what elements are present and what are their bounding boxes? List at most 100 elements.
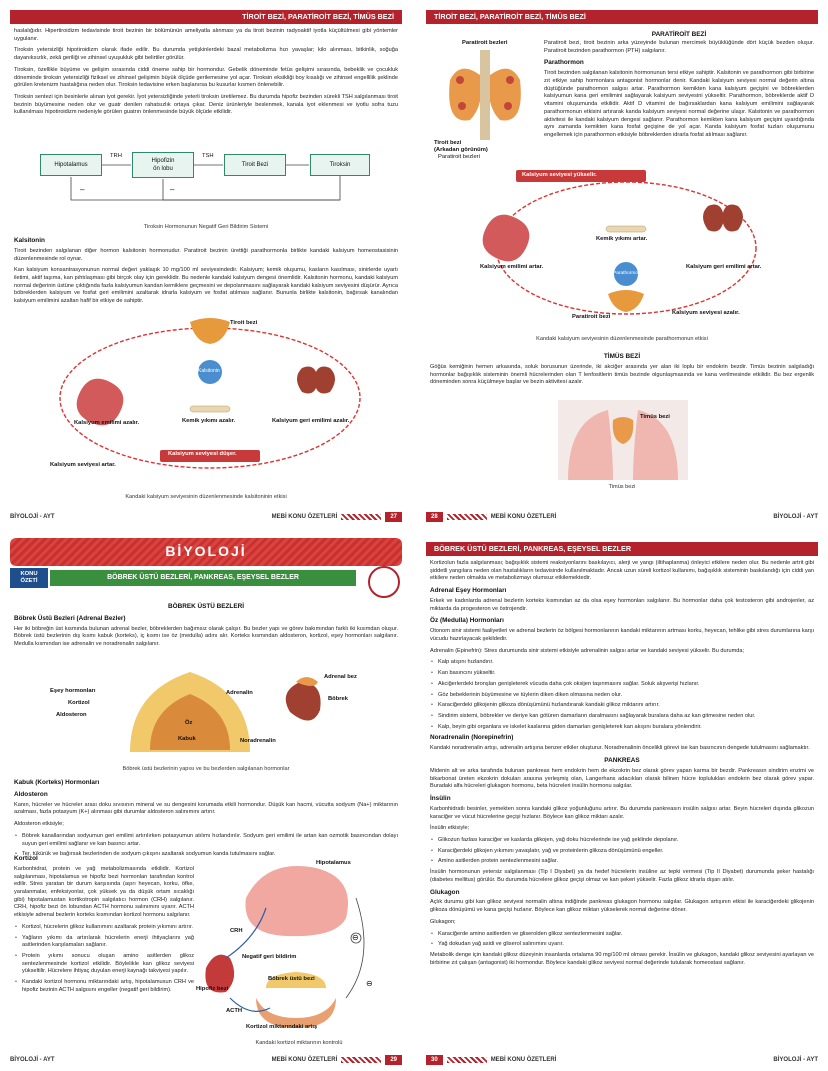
- sub-title: Kabuk (Korteks) Hormonları: [14, 779, 100, 786]
- sub-title: Noradrenalin (Norepinefrin): [430, 734, 514, 742]
- paragraph: Açlık durumu gibi kan glikoz seviyesi no…: [430, 899, 814, 914]
- seviye-duser-label: Kalsiyum seviyesi düşer.: [168, 451, 237, 457]
- paragraph: Tiroit bezinden salgılanan diğer hormon …: [14, 247, 398, 262]
- flow-box-tiroksin: Tiroksin: [310, 154, 370, 176]
- list-item: Karaciğerdeki glikojenin glikoza dönüşüm…: [430, 702, 814, 710]
- kalsitonin-diagram-art: [59, 318, 361, 469]
- seviye-artar-label: Kalsiyum seviyesi artar.: [50, 462, 116, 468]
- flow-box-tiroit: Tiroit Bezi: [224, 154, 286, 176]
- list-item: Amino asitlerden protein sentezlenmesini…: [430, 858, 814, 866]
- kortizol-diagram: Hipotalamus CRH Negatif geri bildirim Hi…: [196, 858, 402, 1038]
- list-item: Kalp atışını hızlandırır.: [430, 659, 814, 667]
- sub-title: Böbrek Üstü Bezleri (Adrenal Bezler): [14, 614, 126, 622]
- list-item: Yağ dokudan yağ asidi ve gliserol salını…: [430, 941, 814, 949]
- tiroit-bezi-label: Tiroit bezi: [230, 320, 258, 326]
- hipofiz-label: Hipofiz bezi: [196, 986, 229, 992]
- page-number: 27: [385, 512, 402, 522]
- chapter-title: BÖBREK ÜSTÜ BEZLERİ, PANKREAS, EŞEYSEL B…: [50, 570, 356, 586]
- paragraph: İnsülin etkisiyle;: [430, 825, 470, 832]
- list-item: Akciğerlerdeki bronşları genişleterek vü…: [430, 681, 814, 689]
- page-30-footer: 30 MEBİ KONU ÖZETLERİ BİYOLOJİ - AYT: [426, 1055, 818, 1065]
- adrenal-caption: Böbrek üstü bezlerinin yapısı ve bu bezl…: [122, 766, 290, 772]
- insulin-list: Glikozun fazlası karaciğer ve kaslarda g…: [430, 837, 814, 866]
- paratiroit-art: [449, 50, 521, 140]
- fig-bottom-label-2: (Arkadan görünüm): [434, 147, 488, 153]
- paragraph: Glukagon;: [430, 918, 456, 925]
- paragraph: Karbonhidratlı besinler, yemekten sonra …: [430, 805, 814, 820]
- paragraph: Tiroksin yetersizliği hipotiroidizm olar…: [14, 47, 398, 62]
- kortizol-diagram-art: [205, 866, 365, 1028]
- list-item: Kandaki kortizol hormonu miktarındaki ar…: [14, 979, 194, 994]
- adrenal-art: [130, 672, 321, 752]
- bobrek-label: Kalsiyum geri emilimi azalır.: [272, 418, 350, 424]
- glukagon-list: Karaciğerde amino asitlerden ve gliserol…: [430, 931, 814, 949]
- kortizol-label: Kortizol: [68, 700, 90, 706]
- paragraph: Kandaki noradrenalin artışı, adrenalin a…: [430, 745, 810, 752]
- paratiroit-title: PARATİROİT BEZİ: [651, 31, 707, 38]
- parathormon-label: Parathormon: [613, 271, 641, 276]
- fig-top-label: Paratiroit bezleri: [462, 40, 508, 46]
- timus-section: TİMÜS BEZİ Göğüs kemiğinin hemen arkasın…: [430, 350, 814, 391]
- list-item: Protein yıkımı sonucu oluşan amino asitl…: [14, 953, 194, 976]
- paragraph: Tiroit bezinden salgılanan kalsitonin ho…: [544, 70, 814, 139]
- flow-arrows: [70, 164, 341, 201]
- parathormon-title: Parathormon: [544, 59, 584, 67]
- sub-title: Adrenal Eşey Hormonları: [430, 587, 507, 595]
- kalsitonin-title: Kalsitonin: [14, 237, 45, 244]
- list-item: Kan basıncını yükseltir.: [430, 670, 814, 678]
- section-title: BÖBREK ÜSTÜ BEZLERİ: [168, 603, 244, 610]
- list-item: Karaciğerde amino asitlerden ve gliserol…: [430, 931, 814, 939]
- minus-1: –: [80, 185, 85, 194]
- kemik-label: Kemik yıkımı azalır.: [182, 418, 236, 424]
- sub-title: Glukagon: [430, 888, 460, 896]
- parathormon-diagram: Kalsiyum seviyesi yükselir. Kemik yıkımı…: [476, 168, 776, 326]
- seviye-yukselir-label: Kalsiyum seviyesi yükselir.: [522, 172, 597, 178]
- list-item: Böbrek kanallarından sodyumun geri emili…: [14, 833, 398, 848]
- list-item: Glikozun fazlası karaciğer ve kaslarda g…: [430, 837, 814, 845]
- korteks-section: Kabuk (Korteks) Hormonları Aldosteron Ka…: [14, 776, 398, 862]
- list-item: Yağların yıkımı da artırılarak hücreleri…: [14, 935, 194, 950]
- list-item: Sindirim sistemi, böbrekler ve deriye ka…: [430, 713, 814, 721]
- kalsitonin-caption: Kandaki kalsiyum seviyesinin düzenlenmes…: [125, 494, 287, 500]
- crh-label: CRH: [230, 928, 243, 934]
- adrenal-bez-label: Adrenal bez: [324, 674, 357, 680]
- brand-title: BİYOLOJİ: [165, 543, 247, 560]
- page-27-header: TİROİT BEZİ, PARATİROİT BEZİ, TİMÜS BEZİ: [10, 10, 402, 24]
- list-item: Karaciğerdeki glikojen yıkımını yavaşlat…: [430, 848, 814, 856]
- page-30: BÖBREK ÜSTÜ BEZLERİ, PANKREAS, EŞEYSEL B…: [416, 532, 828, 1071]
- geri-emilim-label: Kalsiyum geri emilimi artar.: [686, 264, 762, 270]
- kortizol-caption: Kandaki kortizol miktarının kontrolü: [255, 1040, 343, 1046]
- kortizol-list: Kortizol, hücrelerin glikoz kullanımını …: [14, 924, 194, 995]
- minus-icon: ⊖: [352, 933, 359, 942]
- paratiroit-text: Paratiroit bezi, tiroit bezinin arka yüz…: [544, 40, 814, 144]
- flow-caption: Tiroksin Hormonunun Negatif Geri Bildiri…: [143, 224, 269, 230]
- kortizol-artis-label: Kortizol miktarındaki artış: [246, 1024, 318, 1030]
- timus-art: [558, 400, 688, 480]
- list-item: Kortizol, hücrelerin glikoz kullanımını …: [14, 924, 194, 932]
- adrenalin-list: Kalp atışını hızlandırır. Kan basıncını …: [430, 659, 814, 731]
- acth-label: ACTH: [226, 1008, 243, 1014]
- tsh-label: TSH: [202, 153, 214, 159]
- kemik-yikimi-label: Kemik yıkımı artar.: [596, 236, 648, 242]
- parathormon-caption: Kandaki kalsiyum seviyesinin düzenlenmes…: [536, 336, 708, 342]
- page-30-header: BÖBREK ÜSTÜ BEZLERİ, PANKREAS, EŞEYSEL B…: [426, 542, 818, 556]
- ministry-seal-icon: [368, 566, 400, 598]
- brand-band: BİYOLOJİ: [10, 538, 402, 566]
- paragraph: İnsülin hormonunun yetersiz salgılanması…: [430, 869, 814, 883]
- paragraph: Paratiroit bezi, tiroit bezinin arka yüz…: [544, 40, 814, 54]
- paragraph: Otonom sinir sistemi faaliyetleri ve adr…: [430, 628, 814, 642]
- page-29-footer: BİYOLOJİ - AYT MEBİ KONU ÖZETLERİ 29: [10, 1055, 402, 1065]
- paragraph: Her iki böbreğin üst kısmında bulunan ad…: [14, 625, 398, 648]
- kabuk-label: Kabuk: [178, 736, 196, 742]
- timus-title: TİMÜS BEZİ: [603, 353, 641, 360]
- paratiroit-figure: Paratiroit bezleri Tiroit bezi (Arkadan …: [430, 40, 540, 160]
- thyroid-shape: [190, 318, 230, 344]
- list-item: Kalp, beyin gibi organlara ve iskelet ka…: [430, 724, 814, 732]
- paragraph: Erkek ve kadınlarda adrenal bezlerin kor…: [430, 597, 814, 612]
- page-28-header: TİROİT BEZİ, PARATİROİT BEZİ, TİMÜS BEZİ: [426, 10, 818, 24]
- bobrek-ustu-label: Böbrek üstü bezi: [268, 976, 315, 982]
- page-27-footer: BİYOLOJİ - AYT MEBİ KONU ÖZETLERİ 27: [10, 512, 402, 522]
- list-item: Ter, tükürük ve bağırsak bezlerinden de …: [14, 851, 398, 859]
